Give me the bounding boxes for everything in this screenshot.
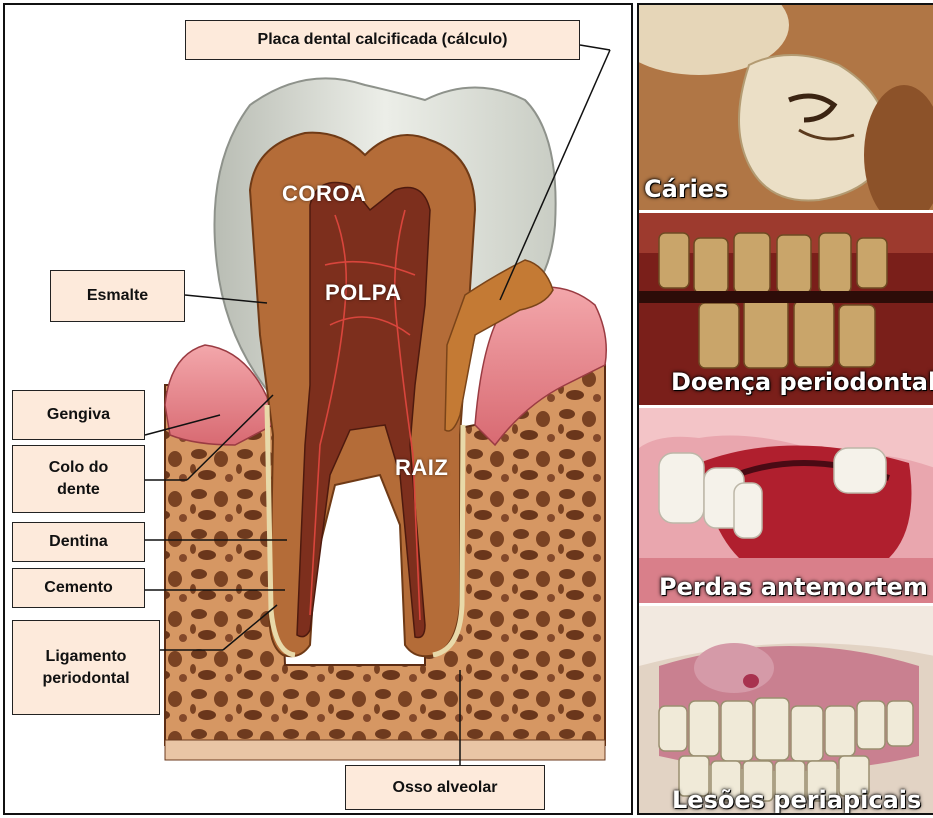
periodontal-disease-photo: Doença periodontal [639,213,933,405]
alveolar-bone-label: Osso alveolar [345,765,545,810]
gingiva-label: Gengiva [12,390,145,440]
antemortem-loss-photo: Perdas antemortem [639,408,933,603]
periapical-caption: Lesões periapicais [672,786,921,814]
tooth-diagram-panel: COROA POLPA RAIZ Placa dental calcificad… [3,3,633,815]
periodontal-ligament-label-line2: periodontal [42,668,129,690]
periodontal-caption: Doença periodontal [671,368,933,396]
pulp [297,183,430,638]
antemortem-caption: Perdas antemortem [659,573,928,601]
dentin-label: Dentina [12,522,145,562]
crown-text: COROA [282,181,366,207]
caries-caption: Cáries [644,175,728,203]
periapical-image [639,606,933,815]
carious-molar-photo: Cáries [639,5,933,210]
periodontal-ligament-label-line1: Ligamento [46,646,127,668]
tooth-neck-label: Colo do dente [12,445,145,513]
root-text: RAIZ [395,455,448,481]
cementum-label: Cemento [12,568,145,608]
tooth-neck-label-line1: Colo do [49,457,109,479]
enamel-label: Esmalte [50,270,185,322]
calculus-label: Placa dental calcificada (cálculo) [185,20,580,60]
pulp-text: POLPA [325,280,402,306]
periapical-lesion-photo: Lesões periapicais [639,606,933,815]
periodontal-ligament-label: Ligamento periodontal [12,620,160,715]
tooth-neck-label-line2: dente [57,479,100,501]
pathology-photos-panel: Cáries Doença periodontal [637,3,933,815]
